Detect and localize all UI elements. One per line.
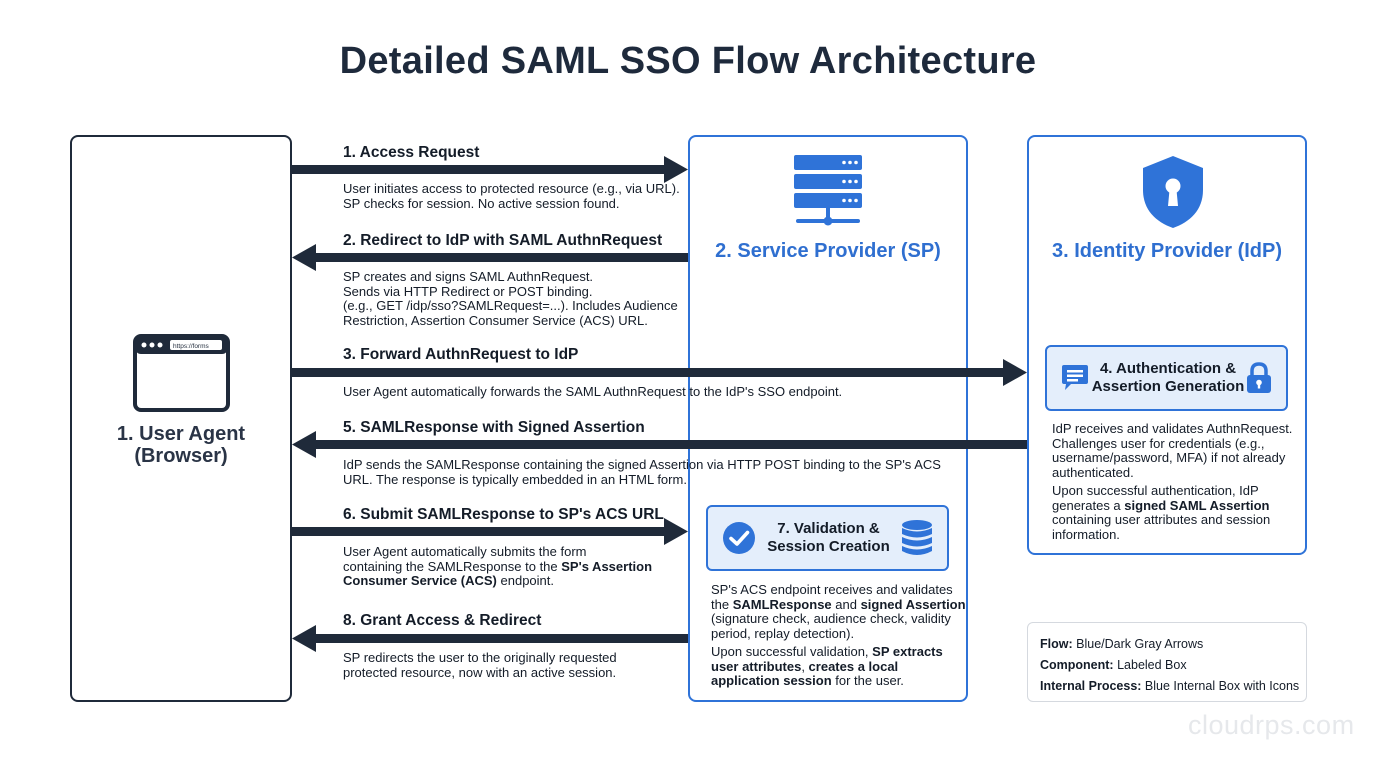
legend-value: Blue Internal Box with Icons [1144,679,1300,693]
legend-value: Blue/Dark Gray Arrows [1076,637,1204,651]
step-8-line: protected resource, now with an active s… [343,664,617,680]
step-1-line: SP checks for session. No active session… [343,195,620,211]
legend: Flow: Blue/Dark Gray Arrows Component: L… [1027,622,1307,702]
legend-row-component: Component: Labeled Box [1040,655,1294,676]
browser-url-text: https://forms [173,343,210,350]
step-5-description: IdP sends the SAMLResponse containing th… [343,457,1003,487]
user-agent-label: 1. User Agent (Browser) [116,423,246,467]
step-2-line: (e.g., GET /idp/sso?SAMLRequest=...). In… [343,298,678,313]
arrow-1-shaft [292,165,666,174]
checkmark-circle-icon [723,522,755,554]
diagram-title: Detailed SAML SSO Flow Architecture [339,40,1037,82]
validation-process-description-1: SP's ACS endpoint receives and validates… [711,582,966,641]
arrow-5-shaft [314,440,1027,449]
arrow-3-head [1003,359,1027,386]
auth-process-box: 4. Authentication & Assertion Generation [1045,345,1288,411]
step-5-line: IdP sends the SAMLResponse containing th… [343,457,941,472]
service-provider-label: 2. Service Provider (SP) [715,240,941,262]
legend-key: Flow: [1040,637,1073,651]
step-2-description: SP creates and signs SAML AuthnRequest. … [343,269,683,328]
step-3-description: User Agent automatically forwards the SA… [343,384,983,400]
arrow-2-shaft [314,253,688,262]
step-8-title: 8. Grant Access & Redirect [343,612,542,629]
validation-process-box: 7. Validation & Session Creation [706,505,949,571]
step-5-title: 5. SAMLResponse with Signed Assertion [343,419,645,436]
arrow-8-head [292,625,316,652]
shield-keyhole-icon [1143,156,1203,228]
service-provider-box [688,135,968,702]
legend-value: Labeled Box [1117,658,1187,672]
step-1-description: User initiates access to protected resou… [343,181,683,211]
legend-row-flow: Flow: Blue/Dark Gray Arrows [1040,634,1294,655]
step-3-line: User Agent automatically forwards the SA… [343,384,843,399]
database-icon [902,520,932,555]
arrow-1-head [664,156,688,183]
arrow-6-shaft [292,527,666,536]
validation-process-label: 7. Validation & Session Creation [767,520,890,555]
user-agent-box [70,135,292,702]
step-5-line: URL. The response is typically embedded … [343,471,687,487]
arrow-5-head [292,431,316,458]
step-2-line: SP creates and signs SAML AuthnRequest. [343,269,594,284]
arrow-6-head [664,518,688,545]
legend-key: Internal Process: [1040,679,1142,693]
arrow-3-shaft [292,368,1005,377]
auth-process-description-1: IdP receives and validates AuthnRequest.… [1052,421,1293,480]
arrow-8-shaft [314,634,688,643]
step-6-title: 6. Submit SAMLResponse to SP's ACS URL [343,506,664,523]
legend-row-internal-process: Internal Process: Blue Internal Box with… [1040,676,1299,697]
browser-window-icon: https://forms [133,334,230,412]
step-8-line: SP redirects the user to the originally … [343,650,617,665]
step-8-description: SP redirects the user to the originally … [343,650,683,680]
step-6-description: User Agent automatically submits the for… [343,544,653,588]
step-2-line: Sends via HTTP Redirect or POST binding. [343,283,593,299]
step-1-line: User initiates access to protected resou… [343,181,680,196]
arrow-2-head [292,244,316,271]
padlock-icon [1247,362,1271,393]
identity-provider-label: 3. Identity Provider (IdP) [1051,240,1283,262]
legend-key: Component: [1040,658,1114,672]
server-rack-icon [794,155,862,226]
watermark: cloudrps.com [1188,710,1355,740]
step-2-line: Restriction, Assertion Consumer Service … [343,312,648,328]
auth-process-label: 4. Authentication & Assertion Generation [1091,360,1245,395]
step-2-title: 2. Redirect to IdP with SAML AuthnReques… [343,232,663,249]
step-1-title: 1. Access Request [343,144,480,161]
chat-bubble-icon [1062,365,1088,390]
step-3-title: 3. Forward AuthnRequest to IdP [343,346,579,363]
